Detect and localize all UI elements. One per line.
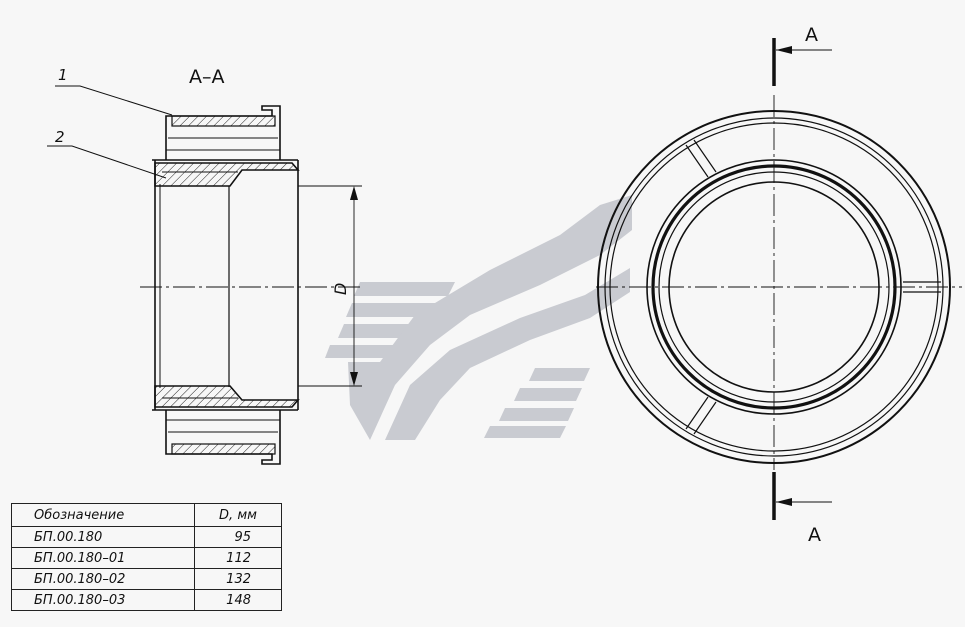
front-view — [596, 38, 962, 520]
header-d-mm: D, мм — [194, 503, 282, 527]
row-designation: БП.00.180–03 — [11, 589, 195, 611]
table-row: БП.00.180–01 112 — [11, 547, 282, 569]
row-d-value: 148 — [194, 589, 282, 611]
section-view-a-a — [47, 85, 362, 465]
dimension-label-d: D — [331, 283, 350, 295]
header-designation: Обозначение — [11, 503, 195, 527]
row-d-value: 132 — [194, 568, 282, 590]
row-designation: БП.00.180 — [11, 526, 195, 548]
row-d-value: 95 — [194, 526, 282, 548]
table-header-row: Обозначение D, мм — [11, 503, 282, 527]
table-row: БП.00.180 95 — [11, 526, 282, 548]
cut-marker-bottom-label: A — [808, 524, 821, 546]
table-row: БП.00.180–02 132 — [11, 568, 282, 590]
cut-marker-top-label: A — [805, 24, 818, 46]
section-label: A–A — [189, 66, 225, 88]
row-d-value: 112 — [194, 547, 282, 569]
row-designation: БП.00.180–02 — [11, 568, 195, 590]
callout-2: 2 — [55, 128, 65, 146]
designation-table: Обозначение D, мм БП.00.180 95 БП.00.180… — [11, 503, 282, 611]
row-designation: БП.00.180–01 — [11, 547, 195, 569]
table-row: БП.00.180–03 148 — [11, 589, 282, 611]
callout-1: 1 — [58, 66, 68, 84]
watermark-logo — [325, 195, 632, 440]
